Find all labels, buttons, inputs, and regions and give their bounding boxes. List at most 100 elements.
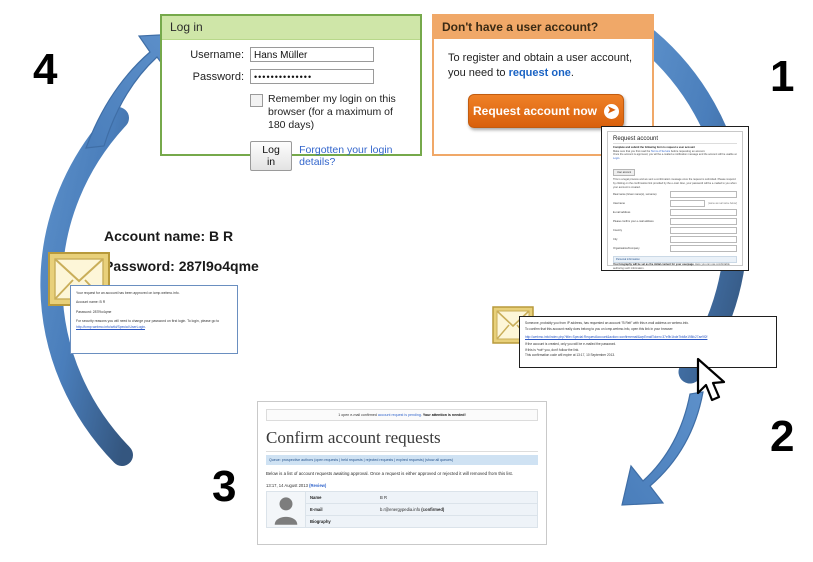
terms-before: Make sure that you first read the (613, 149, 651, 153)
user-avatar-icon (274, 496, 298, 525)
queue-link-expired[interactable]: expired requests (396, 458, 423, 462)
request-form-intro: Complete and submit the following form t… (613, 146, 695, 149)
password-input[interactable]: •••••••••••••• (250, 69, 374, 84)
request-panel-text: To register and obtain a user account, y… (448, 51, 640, 81)
request-account-now-button[interactable]: Request account now ➤ (468, 94, 624, 128)
field-label: Please confirm your e-mail address (613, 220, 654, 224)
field-label: Country (613, 229, 623, 233)
pending-request-notice: 1 open e-mail confirmed account request … (266, 409, 538, 421)
user-login-link[interactable]: http://icmp.webmo.info/wiki/Special:User… (76, 324, 145, 329)
form-field-country: Country (613, 227, 737, 235)
step-number-1: 1 (770, 52, 795, 101)
field-select[interactable] (670, 227, 737, 235)
avatar (267, 492, 306, 527)
login-line-after: . (619, 156, 621, 160)
row-value-suffix: (confirmed) (421, 507, 445, 512)
field-input[interactable] (670, 209, 737, 217)
table-row: Name B R (306, 492, 537, 504)
confirm-account-requests-screenshot: 1 open e-mail confirmed account request … (257, 401, 547, 545)
queue-link-held[interactable]: held requests (341, 458, 363, 462)
notice-after: . (420, 413, 423, 417)
approved-line-1: Your request for an account has been app… (76, 291, 180, 295)
queue-link-rejected[interactable]: rejected requests (365, 458, 394, 462)
login-submit-button[interactable]: Log in (250, 141, 293, 171)
form-field-city: City (613, 236, 737, 244)
request-text-before: To register and obtain a user account, y… (448, 52, 633, 79)
field-input[interactable] (670, 200, 706, 208)
personal-note-bold: Your biography will be set as the initia… (613, 263, 695, 267)
mouse-cursor-icon (696, 357, 726, 402)
request-timestamp-row: 13:17, 14 August 2013 (Review) (266, 483, 538, 488)
terms-after: before requesting an account. (670, 149, 706, 153)
username-input[interactable]: Hans Müller (250, 47, 374, 62)
row-key: Name (310, 495, 322, 500)
field-input[interactable] (670, 236, 737, 244)
request-panel-title: Don't have a user account? (434, 16, 652, 39)
login-line-before: Once the account is approved, you will b… (613, 153, 737, 157)
request-timestamp: 13:17, 14 August 2013 (266, 483, 308, 488)
field-label: Username (613, 202, 625, 206)
row-key: Biography (310, 519, 331, 524)
row-key: E-mail (310, 507, 323, 512)
request-form-note: This is a legal process and we sent a co… (613, 178, 737, 189)
user-account-tab[interactable]: User account (613, 169, 636, 177)
username-row: Username: Hans Müller (162, 47, 420, 62)
email-line-1: Someone, probably you from IP address, h… (525, 321, 689, 325)
queue-link-open[interactable]: open requests (315, 458, 339, 462)
request-form-terms-line: Make sure that you first read the Terms … (613, 150, 737, 154)
approved-line-3: Password: 287l9o4qme (76, 309, 112, 314)
review-link[interactable]: (Review) (309, 483, 327, 488)
terms-of-service-link[interactable]: Terms of Service (650, 149, 671, 153)
username-label: Username: (190, 48, 244, 61)
login-actions: Log in Forgotten your login details? (162, 141, 420, 171)
remember-me-checkbox[interactable] (250, 94, 263, 107)
password-row: Password: •••••••••••••• (162, 69, 420, 84)
forgot-details-link[interactable]: Forgotten your login details? (299, 144, 393, 168)
email-line-5: This confirmation code will expire at 13… (525, 353, 616, 358)
approved-line-4-before: For security reasons you will need to ch… (76, 319, 220, 324)
remember-me-row[interactable]: Remember my login on this browser (for a… (162, 93, 420, 132)
request-details-table: Name B R E-mail b.r@energypedia.info (co… (266, 491, 538, 528)
request-form-login-line: Once the account is approved, you will b… (613, 153, 737, 160)
step-number-4: 4 (33, 45, 58, 94)
email-line-2: To confirm that this account really does… (525, 326, 674, 331)
field-input[interactable] (670, 191, 737, 199)
approved-line-2: Account name: B R (76, 300, 106, 305)
request-rows: Name B R E-mail b.r@energypedia.info (co… (306, 492, 537, 527)
notice-strong: Your attention is needed! (422, 413, 466, 417)
field-input[interactable] (670, 218, 737, 226)
request-form-page: Request account Complete and submit the … (607, 131, 743, 270)
request-one-link[interactable]: request one (508, 67, 571, 79)
personal-note: Your biography will be set as the initia… (613, 263, 737, 270)
approved-email-body: Your request for an account has been app… (70, 285, 238, 354)
row-value-text: b.r@energypedia.info (380, 507, 422, 512)
queue-suffix: ) (show all queues) (422, 458, 454, 462)
password-heading: Password: 287l9o4qme (104, 258, 259, 274)
approved-line-4-after: . (144, 324, 146, 329)
login-panel-title: Log in (162, 16, 420, 40)
arrow-right-icon: ➤ (604, 103, 619, 119)
email-line-3: If the account is created, only you will… (525, 342, 617, 347)
password-label: Password: (192, 70, 244, 83)
remember-me-label: Remember my login on this browser (for a… (268, 93, 396, 131)
field-label: City (613, 238, 618, 242)
row-value-text: B R (380, 495, 387, 500)
row-value: B R (376, 492, 537, 503)
email-line-4: If this is *not* you, don't follow the l… (525, 347, 580, 352)
login-link[interactable]: Login (613, 156, 620, 160)
email-confirmation-link[interactable]: http://webmo.info/index.php?title=Specia… (525, 335, 708, 340)
personal-prompt: Why do you request an account? Type some… (613, 270, 737, 271)
field-label: E-mail address (613, 211, 631, 215)
confirmation-email-body: Someone, probably you from IP address, h… (519, 316, 777, 368)
field-label: Real name (Given name(s), surname) (613, 193, 657, 197)
page-description: Below is a list of account requests awai… (266, 471, 513, 476)
request-form-title: Request account (613, 136, 737, 144)
notice-before: 1 open e-mail confirmed (338, 413, 378, 417)
account-request-pending-link[interactable]: account request is pending (377, 413, 421, 417)
account-name-heading: Account name: B R (104, 228, 234, 244)
request-text-after: . (570, 67, 574, 79)
form-field-email: E-mail address (613, 209, 737, 217)
row-value (376, 516, 537, 527)
form-field-email-confirm: Please confirm your e-mail address (613, 218, 737, 226)
field-input[interactable] (670, 245, 737, 253)
